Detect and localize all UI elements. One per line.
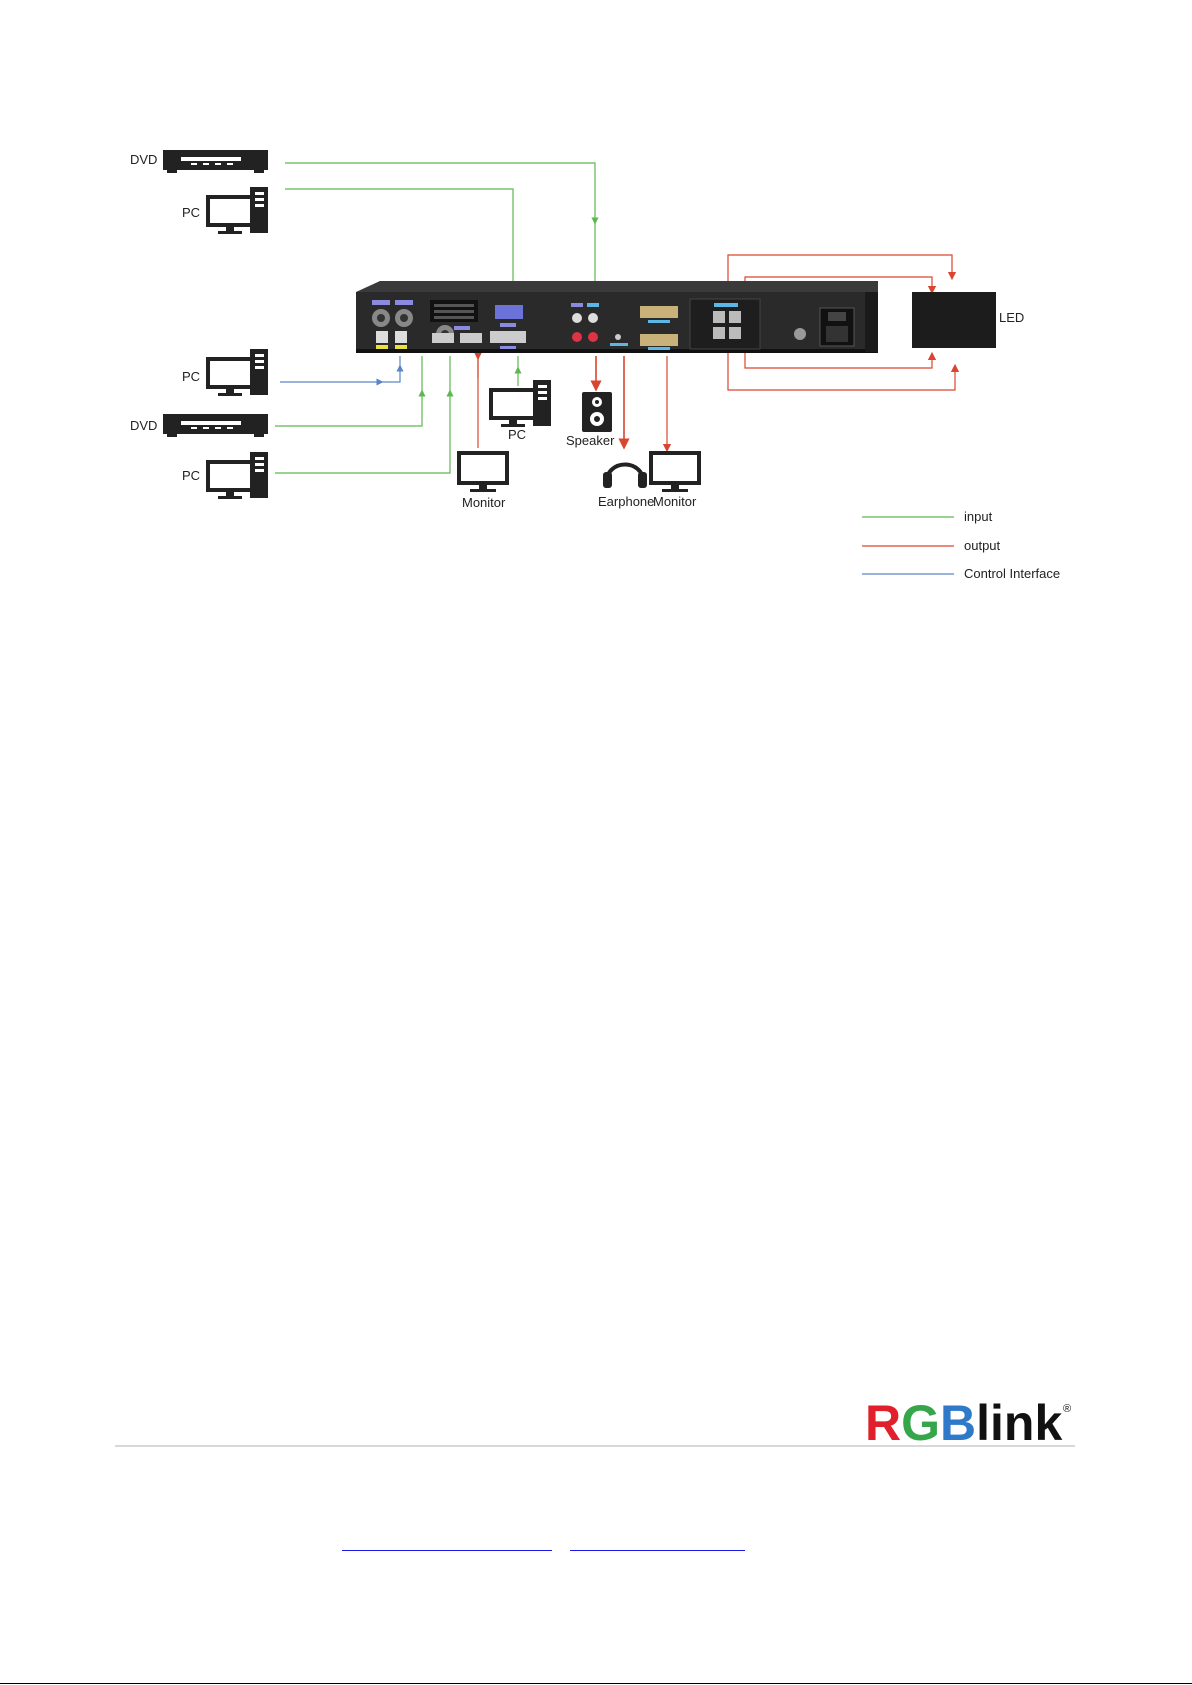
legend-control-label: Control Interface (964, 566, 1060, 581)
lan-output-ports (690, 299, 760, 349)
earphone-icon (603, 465, 647, 489)
label-earphone: Earphone (598, 494, 654, 509)
label-speaker: Speaker (566, 433, 615, 448)
label-pc-top: PC (182, 205, 200, 220)
label-dvd-top: DVD (130, 152, 157, 167)
footer-link-website[interactable] (342, 1532, 552, 1551)
page-bottom-border (0, 1683, 1192, 1684)
dvd-player-top (163, 150, 268, 173)
logo-letter-g: G (901, 1398, 940, 1446)
legend-output-label: output (964, 538, 1001, 553)
speaker-icon (582, 392, 612, 432)
label-monitor-left: Monitor (462, 495, 506, 510)
footer-divider (115, 1445, 1075, 1447)
line-led-3 (745, 352, 932, 368)
pc-low (206, 452, 268, 499)
vent-grille (430, 300, 478, 322)
line-dvd-mid (275, 393, 422, 426)
pc-mid (206, 349, 268, 396)
line-pc-top (285, 189, 513, 282)
led-panel (912, 292, 996, 348)
label-led: LED (999, 310, 1024, 325)
rgblink-logo: RGBlink ® (865, 1398, 1075, 1446)
pc-under-panel (489, 380, 551, 427)
legend-input-label: input (964, 509, 993, 524)
monitor-left (457, 451, 509, 492)
logo-text-link: link (976, 1398, 1062, 1446)
logo-letter-r: R (865, 1398, 901, 1446)
label-pc-low: PC (182, 468, 200, 483)
line-pc-mid-up (380, 368, 400, 382)
pc-top (206, 187, 268, 234)
label-pc-mid: PC (182, 369, 200, 384)
video-processor-rear-panel (356, 281, 878, 353)
label-monitor-right: Monitor (653, 494, 697, 509)
dvd-player-mid (163, 414, 268, 437)
monitor-right (649, 451, 701, 492)
label-pc-under: PC (508, 427, 526, 442)
line-dvd-top (285, 163, 595, 221)
label-dvd-mid: DVD (130, 418, 157, 433)
logo-registered-mark: ® (1063, 1403, 1071, 1415)
legend: input output Control Interface (964, 509, 1060, 581)
line-led-4 (728, 352, 955, 390)
footer-link-email[interactable] (570, 1532, 745, 1551)
svg-text:RGBlink: RGBlink (865, 1398, 1062, 1446)
logo-letter-b: B (940, 1398, 976, 1446)
line-pc-low (275, 393, 450, 473)
